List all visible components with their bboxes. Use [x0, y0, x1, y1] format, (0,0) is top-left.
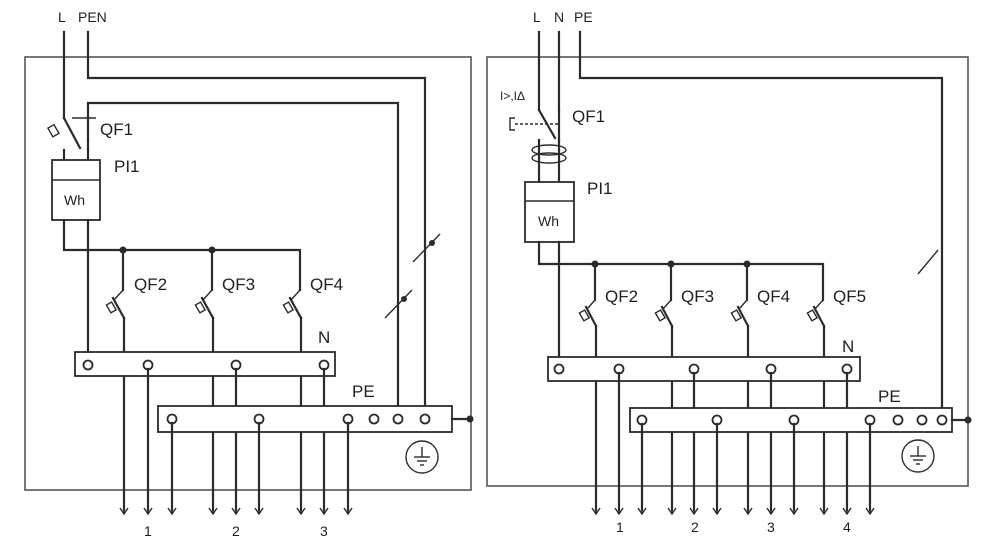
right-qf2-label: QF2	[605, 287, 638, 306]
right-l-busbar	[537, 240, 825, 302]
right-panel: L N PE I>,IΔ QF1 Wh PI1	[486, 9, 972, 535]
left-output-3: 3	[320, 523, 328, 539]
left-qf3-symbol	[194, 289, 215, 512]
right-n-bus-label: N	[842, 337, 854, 356]
left-n-bus	[74, 351, 336, 377]
right-output-3: 3	[767, 519, 775, 535]
right-qf4-symbol	[730, 299, 750, 512]
left-pe-bus	[157, 405, 453, 433]
right-rcd-label: I>,IΔ	[500, 89, 525, 103]
right-output-2: 2	[691, 519, 699, 535]
left-qf3-label: QF3	[222, 275, 255, 294]
left-input-pen-label: PEN	[78, 9, 107, 25]
left-l-busbar	[62, 218, 302, 292]
left-panel: L PEN QF1 Wh PI1	[24, 9, 474, 539]
left-qf4-label: QF4	[310, 275, 343, 294]
left-meter-symbol: Wh	[64, 192, 85, 208]
left-qf1-symbol	[46, 116, 96, 162]
right-pi1-meter	[524, 181, 575, 243]
left-qf4-symbol	[282, 289, 303, 512]
right-qf1-symbol	[509, 108, 567, 187]
right-qf3-label: QF3	[681, 287, 714, 306]
left-output-2: 2	[232, 523, 240, 539]
left-n-bus-label: N	[318, 328, 330, 347]
right-pe-conductor	[578, 30, 944, 422]
right-enclosure	[486, 56, 969, 487]
right-meter-symbol: Wh	[538, 213, 559, 229]
right-n-bus	[547, 356, 861, 382]
right-qf3-symbol	[654, 299, 674, 512]
right-pi1-label: PI1	[587, 179, 613, 198]
right-input-l-label: L	[533, 9, 541, 25]
left-ground-icon	[405, 440, 439, 474]
left-pe-bus-label: PE	[352, 382, 375, 401]
left-n-conductor	[86, 101, 400, 422]
left-qf2-label: QF2	[134, 275, 167, 294]
left-input-l-label: L	[58, 9, 66, 25]
left-pi1-label: PI1	[114, 157, 140, 176]
left-enclosure	[24, 56, 472, 491]
right-qf1-label: QF1	[572, 107, 605, 126]
right-qf4-label: QF4	[757, 287, 790, 306]
right-qf5-label: QF5	[833, 287, 866, 306]
right-input-n-label: N	[554, 9, 564, 25]
right-pe-bus-label: PE	[878, 387, 901, 406]
left-pi1-meter	[51, 159, 101, 221]
right-qf2-symbol	[578, 299, 598, 512]
left-qf2-symbol	[105, 289, 126, 512]
left-output-1: 1	[144, 523, 152, 539]
left-qf1-label: QF1	[100, 120, 133, 139]
right-output-4: 4	[843, 519, 851, 535]
right-ground-icon	[901, 439, 935, 473]
right-input-pe-label: PE	[574, 9, 593, 25]
right-qf5-symbol	[806, 299, 826, 512]
right-output-1: 1	[616, 519, 624, 535]
